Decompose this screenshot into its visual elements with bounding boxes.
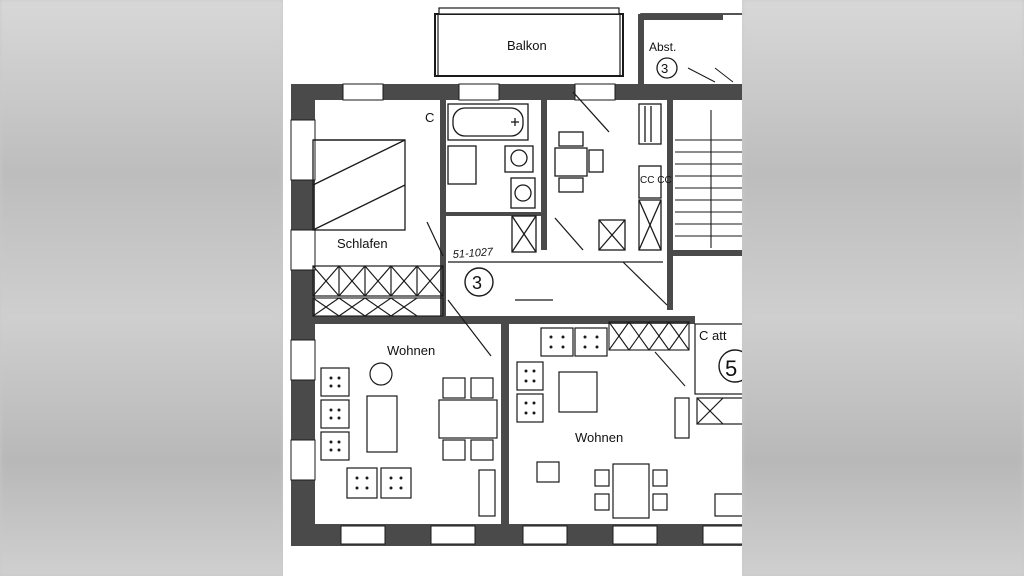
wohnen-left-label: Wohnen [387, 343, 435, 358]
floor-plan-sheet: Balkon Abst. 3 [283, 0, 742, 576]
right-fragment-text: C att [699, 328, 727, 343]
living-left-dots [329, 376, 403, 490]
abst-unit-number: 3 [661, 61, 668, 76]
bedroom-marker: C [425, 110, 434, 125]
bathroom [447, 103, 537, 253]
bottom-windows [340, 525, 742, 545]
living-right-furniture [516, 327, 690, 519]
left-windows [290, 119, 316, 481]
schlafen-label: Schlafen [337, 236, 388, 251]
blurred-background-right [742, 0, 1024, 576]
top-windows [342, 83, 616, 101]
right-unit-number: 5 [725, 356, 737, 381]
abst-unit-circle [656, 57, 678, 79]
abst-room [638, 13, 742, 87]
bedroom-bed [312, 139, 406, 231]
right-unit-circle [718, 349, 742, 383]
living-left-furniture [320, 362, 498, 517]
balkon-label: Balkon [507, 38, 547, 53]
staircase [675, 110, 742, 248]
hall-unit-circle [464, 267, 494, 297]
living-right-dots [524, 335, 599, 415]
right-unit-fragment [694, 323, 742, 517]
kitchen [554, 91, 662, 251]
floor-plan-drawing: Balkon Abst. 3 [290, 7, 742, 546]
hall-unit-number: 3 [472, 273, 482, 293]
abst-label: Abst. [649, 40, 676, 54]
handwritten-note: 51-1027 [452, 246, 494, 261]
hall [426, 221, 668, 357]
balcony [434, 7, 624, 77]
blurred-background-left [0, 0, 283, 576]
wardrobe-row-lower [312, 297, 444, 317]
interior-walls [315, 100, 742, 526]
living-right-shelf [608, 321, 690, 387]
wohnen-right-label: Wohnen [575, 430, 623, 445]
wardrobe-row [312, 265, 444, 297]
stove-label: CC CC [640, 175, 672, 186]
